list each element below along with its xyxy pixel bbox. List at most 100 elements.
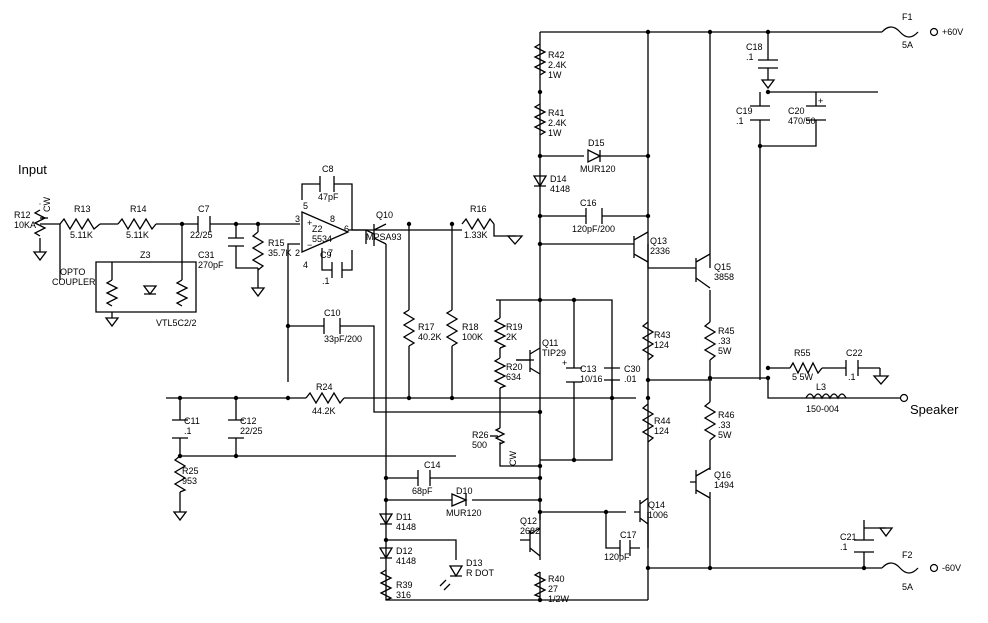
c20-ref-label: C20 (788, 106, 805, 116)
r40-symbol (533, 571, 547, 598)
z2-plus: + (307, 218, 312, 228)
z2-pin8: 8 (330, 214, 335, 224)
d11-symbol (378, 513, 394, 526)
r42-symbol (533, 43, 547, 76)
r24-value-label: 44.2K (312, 406, 336, 416)
r46-rating-label: 5W (718, 430, 732, 440)
c9-symbol (331, 262, 343, 278)
r44-symbol (641, 403, 655, 443)
r20-ref-label: R20 (506, 362, 523, 372)
c21-symbol (854, 539, 874, 553)
r17-ref-label: R17 (418, 322, 435, 332)
d13-value-label: R DOT (466, 568, 495, 578)
q13-symbol (624, 231, 649, 263)
c10-value-label: 33pF/200 (324, 334, 362, 344)
labels: Input Speaker +60V -60V OPTO COUPLER 3 2… (18, 27, 963, 573)
q14-value-label: 1006 (648, 510, 668, 520)
c8-ref-label: C8 (322, 164, 334, 174)
r25-ref-label: R25 (182, 466, 199, 476)
c20-symbol (806, 105, 826, 121)
c31-symbol (228, 237, 244, 258)
r45-rating-label: 5W (718, 346, 732, 356)
z3-ldr2 (175, 279, 189, 307)
c10-ref-label: C10 (324, 308, 341, 318)
z2-pin7: 7 (328, 248, 333, 258)
z3-ldr1 (105, 279, 119, 307)
c20-value-label: 470/50 (788, 116, 816, 126)
r20-value-label: 634 (506, 372, 521, 382)
r16-value-label: 1.33K (464, 230, 488, 240)
r55-symbol (789, 361, 823, 375)
c30-value-label: .01 (624, 374, 637, 384)
r26-cw: CW (508, 451, 518, 466)
r14-symbol (117, 217, 157, 231)
r39-ref-label: R39 (396, 580, 413, 590)
r13-ref-label: R13 (74, 204, 91, 214)
gnd-c18 (760, 79, 776, 90)
r41-symbol (533, 103, 547, 136)
z2-pin5: 5 (303, 201, 308, 211)
capacitor-symbols (172, 59, 874, 556)
diode-symbols (142, 148, 602, 578)
l3-value-label: 150-004 (806, 404, 839, 414)
gnd-z3 (104, 312, 120, 328)
c18-ref-label: C18 (746, 42, 763, 52)
d13-ref-label: D13 (466, 558, 483, 568)
gnd-c22 (872, 368, 890, 385)
c30-symbol (604, 367, 620, 381)
l3-ref-label: L3 (816, 382, 826, 392)
r42-ref-label: R42 (548, 50, 565, 60)
q10-value-label: MPSA93 (366, 232, 402, 242)
r42-rating-label: 1W (548, 70, 562, 80)
r14-ref-label: R14 (130, 204, 147, 214)
c9-ref-label: C9 (320, 250, 332, 260)
c30-ref-label: C30 (624, 364, 641, 374)
q14-ref-label: Q14 (648, 500, 665, 510)
gnd-r25 (172, 511, 188, 522)
r26-symbol (494, 427, 506, 445)
r15-ref-label: R15 (268, 238, 285, 248)
r45-value-label: .33 (718, 336, 731, 346)
d10-symbol (451, 493, 468, 507)
r15-value-label: 35.7K (268, 248, 292, 258)
q12-symbol (520, 527, 541, 557)
d12-symbol (378, 547, 394, 560)
c16-value-label: 120pF/200 (572, 224, 615, 234)
r18-ref-label: R18 (462, 322, 479, 332)
d12-value-label: 4148 (396, 556, 416, 566)
r39-value-label: 316 (396, 590, 411, 600)
q12-ref-label: Q12 (520, 516, 537, 526)
r44-value-label: 124 (654, 426, 669, 436)
gnd-c21 (878, 527, 894, 538)
q13-value-label: 2336 (650, 246, 670, 256)
input-label: Input (18, 162, 47, 177)
r17-symbol (402, 309, 416, 347)
c11-symbol (172, 419, 188, 439)
c8-symbol (319, 176, 335, 192)
r24-ref-label: R24 (316, 382, 333, 392)
r26-value-label: 500 (472, 440, 487, 450)
c17-value-label: 120pF (604, 552, 630, 562)
r43-ref-label: R43 (654, 330, 671, 340)
terminal-pos-supply (929, 27, 939, 37)
d15-symbol (587, 148, 602, 164)
ground-symbols (32, 79, 894, 538)
resistor-symbols (33, 43, 823, 601)
c16-symbol (585, 208, 603, 224)
r25-symbol (173, 455, 187, 493)
d15-ref-label: D15 (588, 138, 605, 148)
d10-value-label: MUR120 (446, 508, 482, 518)
r19-symbol (493, 317, 507, 349)
wires (40, 31, 902, 601)
r13-symbol (59, 217, 101, 231)
gnd-r12 (32, 238, 48, 262)
c13-plus: + (562, 358, 567, 368)
c13-ref-label: C13 (580, 364, 597, 374)
c7-ref-label: C7 (198, 204, 210, 214)
r40-rating-label: 1/2W (548, 594, 570, 604)
c18-value-label: .1 (746, 52, 754, 62)
c18-symbol (758, 59, 778, 80)
c22-ref-label: C22 (846, 348, 863, 358)
r41-ref-label: R41 (548, 108, 565, 118)
r42-value-label: 2.4K (548, 60, 567, 70)
